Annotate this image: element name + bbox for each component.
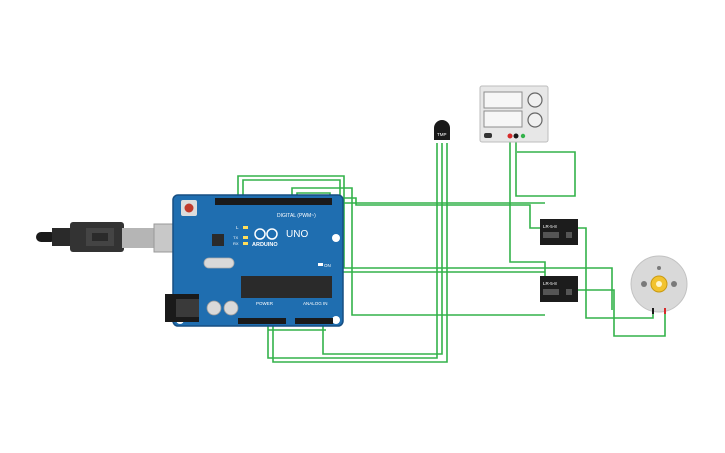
- usb-chip: [212, 234, 224, 246]
- wire-supply-pos-to-relay2[interactable]: [509, 137, 546, 282]
- relay-1[interactable]: LR-5-8: [540, 219, 578, 245]
- tx-label: TX: [233, 235, 238, 240]
- wire-digital-to-relay1b[interactable]: [300, 197, 545, 229]
- arduino-logo-icon: [254, 228, 278, 240]
- wire-relay1-to-motor[interactable]: [578, 227, 654, 319]
- digital-label: DIGITAL (PWM~): [277, 213, 316, 219]
- analog-label: ANALOG IN: [303, 301, 328, 306]
- usb-cable-icon[interactable]: [36, 222, 195, 253]
- analog-header[interactable]: [295, 318, 333, 324]
- wire-relay2-to-motor[interactable]: [578, 289, 666, 337]
- dc-motor-icon[interactable]: [630, 255, 688, 314]
- supply-display-voltage: [483, 91, 523, 109]
- relay-2-label: LR-5-8: [543, 281, 557, 286]
- rx-label: RX: [233, 241, 239, 246]
- power-supply-icon[interactable]: [479, 85, 549, 143]
- relay-1-label: LR-5-8: [543, 224, 557, 229]
- capacitor-1: [206, 300, 222, 316]
- wire-relay-bus[interactable]: [545, 267, 613, 310]
- supply-terminal-pos[interactable]: [507, 133, 513, 139]
- temperature-sensor[interactable]: TMP: [434, 120, 450, 140]
- wire-supply-neg-to-relay1[interactable]: [515, 137, 576, 197]
- supply-knob-voltage[interactable]: [527, 92, 543, 108]
- wires: [237, 137, 666, 363]
- supply-switch[interactable]: [484, 133, 492, 138]
- arduino-model: UNO: [286, 229, 308, 240]
- capacitor-2: [223, 300, 239, 316]
- supply-terminal-neg[interactable]: [513, 133, 519, 139]
- power-header[interactable]: [238, 318, 286, 324]
- crystal: [203, 257, 235, 269]
- wire-digital-loop-3[interactable]: [291, 187, 545, 316]
- wire-analog-to-sensor[interactable]: [322, 143, 443, 355]
- wire-5v-to-sensor[interactable]: [267, 143, 438, 359]
- arduino-brand: ARDUINO: [252, 242, 278, 248]
- supply-display-current: [483, 110, 523, 128]
- atmega-chip: [241, 276, 332, 298]
- sensor-label: TMP: [437, 132, 447, 137]
- arduino-uno-board[interactable]: DIGITAL (PWM~) ON L TX RX ARDUINO UNO PO…: [165, 194, 344, 327]
- wire-digital-loop-1[interactable]: [237, 175, 545, 269]
- sensor-body: [434, 120, 450, 140]
- wire-digital-loop-2[interactable]: [242, 179, 545, 273]
- relay-2[interactable]: LR-5-8: [540, 276, 578, 302]
- power-label: POWER: [256, 301, 274, 306]
- digital-header[interactable]: [215, 198, 332, 205]
- supply-knob-current[interactable]: [527, 112, 543, 128]
- wire-gnd-to-sensor[interactable]: [272, 143, 448, 363]
- on-label: ON: [324, 263, 331, 268]
- l-label: L: [236, 225, 239, 230]
